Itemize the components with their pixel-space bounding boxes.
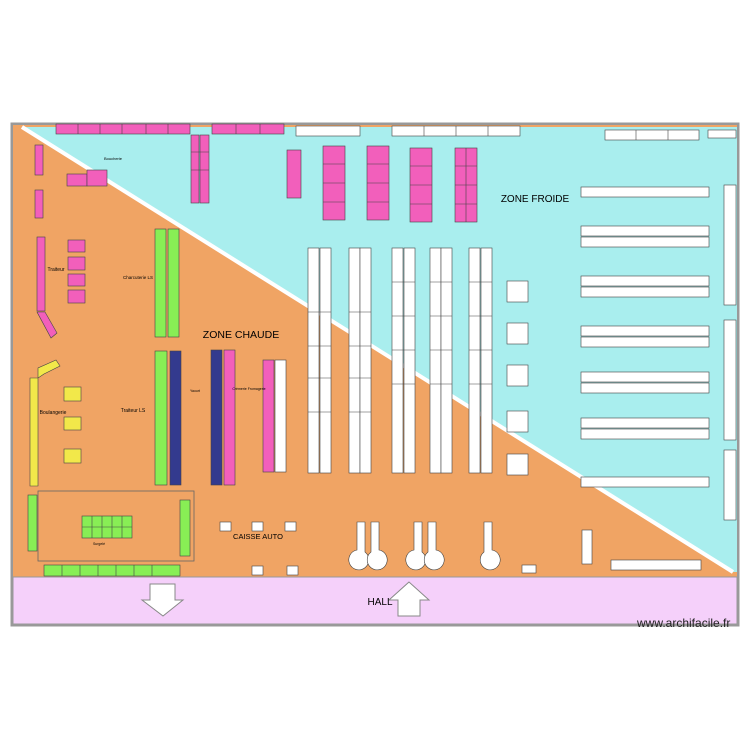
entry-arrow-up-icon [387,581,431,617]
boucherie-label: Boucherie [104,156,123,161]
right-freezer-rows [580,184,737,571]
green-columns [27,228,191,577]
cold-zone-label: ZONE FROIDE [501,194,570,205]
hot-zone-label: ZONE CHAUDE [203,329,279,341]
central-white-gondolas [307,247,493,474]
boulangerie-label: Boulangerie [40,410,67,416]
cold-islands [506,280,529,476]
watermark: www.archifacile.fr [637,616,731,630]
boucherie-pink-units [34,134,302,219]
checkout-label: CAISSE AUTO [233,532,283,541]
hall-label: HALL [367,597,392,608]
self-checkout-units [219,521,537,576]
zone-divider [20,125,735,574]
hall-area [12,576,738,625]
traiteur-units [36,236,86,339]
cremerie-label: Crèmerie Fromagerie [232,387,265,391]
charcuterie-ls-label: Charcuterie LS [123,275,153,280]
yaourt-label: Yaourt [190,389,200,393]
traiteur-label: Traiteur [47,267,64,273]
top-pink-shelves [55,123,285,135]
dairy-columns [169,349,287,486]
surgele-label: Surgelé [93,542,105,546]
boulangerie-units [29,359,82,487]
top-white-shelves [295,125,737,141]
exit-arrow-down-icon [140,583,185,617]
surgele-enclosure [37,490,195,562]
cold-pink-blocks [322,145,478,223]
checkout-lanes [348,521,501,571]
traiteur-ls-label: Traiteur LS [121,408,146,414]
